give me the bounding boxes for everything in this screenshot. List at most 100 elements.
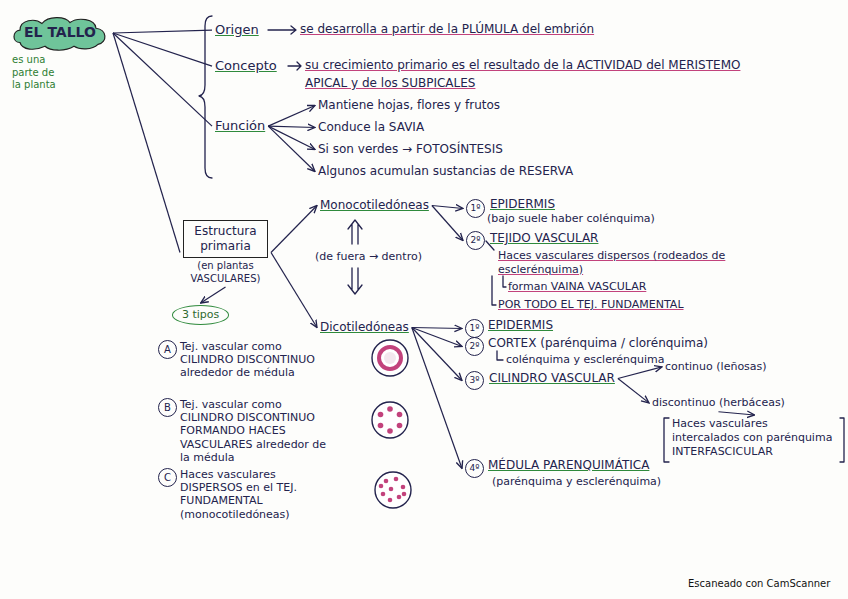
concept-node: continuo (leñosas) bbox=[665, 360, 767, 374]
curly-bracket bbox=[199, 16, 212, 178]
concept-node: CILINDRO VASCULAR bbox=[489, 371, 615, 386]
concept-node: Monocotiledóneas bbox=[320, 198, 429, 213]
circled-number: A bbox=[158, 340, 177, 359]
node-text: Dicotiledóneas bbox=[320, 320, 409, 335]
node-text: 4º bbox=[470, 464, 480, 473]
note-text: EPIDERMIS bbox=[490, 197, 555, 212]
circled-number: C bbox=[158, 468, 177, 487]
connector bbox=[412, 328, 462, 469]
square-bracket bbox=[840, 418, 844, 462]
connector bbox=[271, 253, 317, 328]
note-text: (parénquima y esclerénquima) bbox=[492, 475, 661, 489]
node-text: B bbox=[164, 403, 171, 413]
connector bbox=[201, 287, 226, 303]
node-text: C bbox=[164, 473, 171, 483]
circled-number: 2º bbox=[465, 337, 484, 356]
node-text: EL TALLO bbox=[24, 24, 96, 42]
note-text: Haces vasculares DISPERSOS en el TEJ. FU… bbox=[180, 468, 330, 521]
node-text: continuo (leñosas) bbox=[665, 360, 767, 374]
connector bbox=[268, 106, 315, 127]
concept-node: Algunos acumulan sustancias de RESERVA bbox=[318, 164, 573, 179]
node-text: CILINDRO VASCULAR bbox=[489, 371, 615, 386]
connector bbox=[268, 126, 315, 127]
cloud-node: EL TALLO bbox=[10, 14, 110, 52]
connector bbox=[432, 206, 463, 209]
node-text: 3º bbox=[470, 376, 480, 385]
note-text: es una parte de la planta bbox=[12, 54, 64, 92]
node-text: 1º bbox=[471, 204, 481, 213]
circled-number: 3º bbox=[465, 371, 484, 390]
note-text: MÉDULA PARENQUIMÁTICA bbox=[488, 458, 649, 473]
node-text: A bbox=[164, 345, 171, 355]
concept-node: discontinuo (herbáceas) bbox=[652, 396, 785, 410]
note-text: Tej. vascular como CILINDRO DISCONTINUO … bbox=[180, 340, 330, 380]
note-text: POR TODO EL TEJ. FUNDAMENTAL bbox=[498, 298, 684, 312]
circled-number: B bbox=[158, 398, 177, 417]
concept-node: Función bbox=[215, 118, 265, 134]
stem-section-c bbox=[375, 472, 411, 508]
concept-node: Conduce la SAVIA bbox=[318, 120, 424, 135]
node-text: Función bbox=[215, 118, 265, 134]
arrow-up bbox=[348, 220, 362, 244]
stem-section-b bbox=[372, 402, 408, 438]
node-text: Haces vasculares intercalados con parénq… bbox=[672, 417, 837, 458]
connector bbox=[432, 206, 463, 241]
arrow-line bbox=[288, 62, 301, 70]
concept-node: Concepto bbox=[215, 58, 277, 74]
connector bbox=[718, 412, 754, 415]
stem-section-a bbox=[372, 340, 408, 376]
node-text: 2º bbox=[470, 342, 480, 351]
connector bbox=[412, 328, 462, 329]
connector bbox=[412, 328, 462, 347]
node-text: 1º bbox=[470, 324, 480, 333]
square-bracket bbox=[664, 418, 669, 462]
circled-number: 2º bbox=[466, 231, 485, 250]
connector bbox=[113, 33, 212, 66]
arrow-down bbox=[348, 268, 362, 294]
node-text: discontinuo (herbáceas) bbox=[652, 396, 785, 410]
concept-node: Dicotiledóneas bbox=[320, 320, 409, 335]
connector bbox=[271, 206, 317, 253]
note-text: EPIDERMIS bbox=[488, 318, 553, 333]
connector bbox=[268, 126, 315, 149]
note-text: (de fuera → dentro) bbox=[315, 250, 422, 264]
node-text: Conduce la SAVIA bbox=[318, 120, 424, 135]
node-text: 2º bbox=[471, 236, 481, 245]
process-box: Estructura primaria(en plantas VASCULARE… bbox=[183, 220, 268, 285]
note-text: Tej. vascular como CILINDRO DISCONTINUO … bbox=[180, 398, 330, 464]
note-text: forman VAINA VASCULAR bbox=[508, 280, 646, 294]
connector bbox=[618, 379, 649, 403]
note-text: colénquima y esclerénquima bbox=[506, 353, 664, 367]
circled-number: 4º bbox=[465, 459, 484, 478]
circled-number: 1º bbox=[465, 319, 484, 338]
concept-node: Mantiene hojas, flores y frutos bbox=[318, 98, 500, 113]
node-text: Monocotiledóneas bbox=[320, 198, 429, 213]
node-text: Estructura primaria bbox=[183, 220, 268, 258]
concept-node: Haces vasculares intercalados con parénq… bbox=[672, 417, 837, 458]
node-text: Algunos acumulan sustancias de RESERVA bbox=[318, 164, 573, 179]
concept-node: Si son verdes → FOTOSÍNTESIS bbox=[318, 142, 503, 157]
note-text: Escaneado con CamScanner bbox=[688, 578, 830, 591]
connector bbox=[412, 328, 462, 381]
note-text: Haces vasculares dispersos (rodeados de … bbox=[498, 249, 808, 277]
connector bbox=[113, 33, 180, 253]
oval-node: 3 tipos bbox=[172, 305, 229, 325]
note-text: TEJIDO VASCULAR bbox=[490, 231, 598, 246]
concept-node: Origen bbox=[215, 22, 259, 38]
note-text: su crecimiento primario es el resultado … bbox=[305, 56, 775, 92]
connector bbox=[268, 126, 315, 171]
hook-arrow bbox=[497, 351, 503, 360]
note-text: CORTEX (parénquima / clorénquima) bbox=[488, 336, 708, 351]
node-text: Concepto bbox=[215, 58, 277, 74]
node-text: Origen bbox=[215, 22, 259, 38]
node-subtext: (en plantas VASCULARES) bbox=[183, 260, 268, 285]
note-text: (bajo suele haber colénquima) bbox=[487, 212, 655, 226]
circled-number: 1º bbox=[466, 199, 485, 218]
hook-arrow bbox=[492, 276, 496, 305]
connector bbox=[113, 33, 212, 126]
connector bbox=[113, 30, 212, 33]
node-text: Mantiene hojas, flores y frutos bbox=[318, 98, 500, 113]
note-text: se desarrolla a partir de la PLÚMULA del… bbox=[300, 22, 594, 37]
arrow-line bbox=[268, 26, 296, 34]
